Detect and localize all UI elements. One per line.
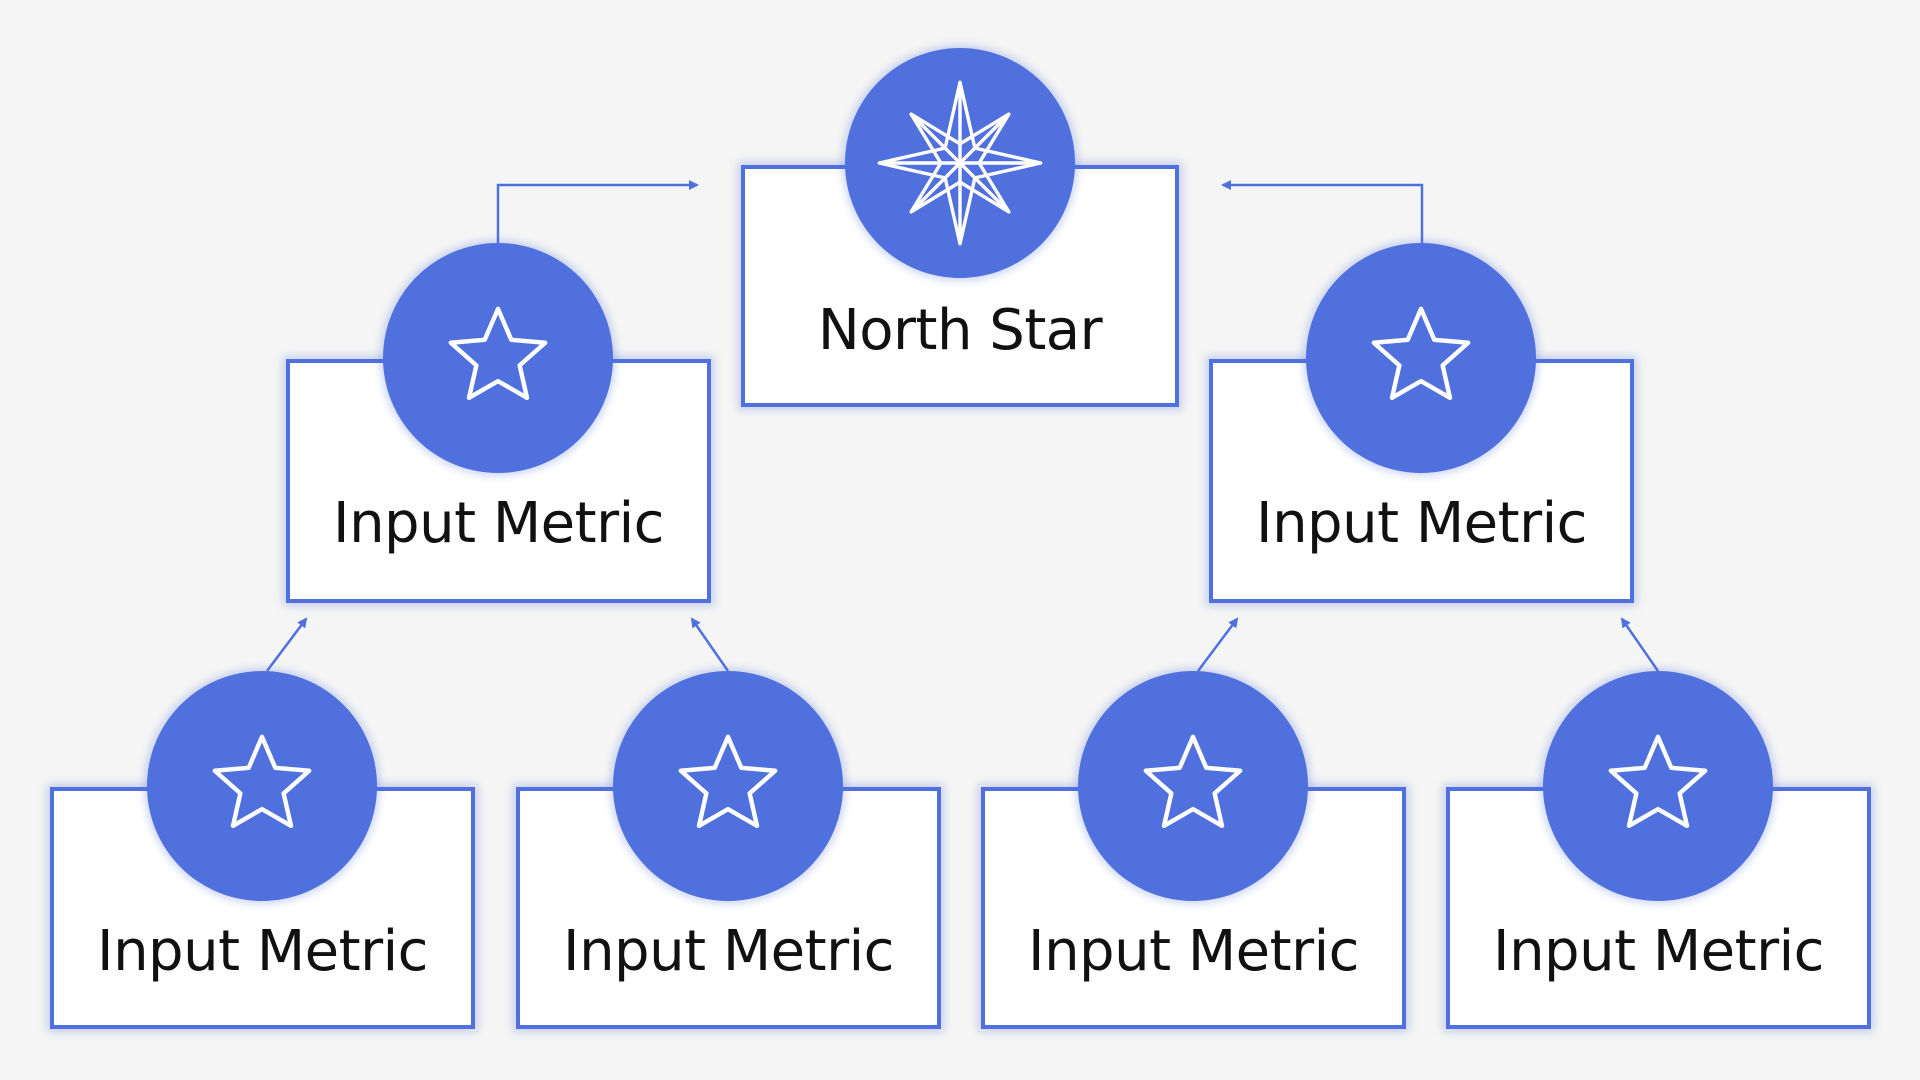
metric-circle [383, 243, 613, 473]
star-outline-icon [212, 734, 312, 829]
star-outline-icon [678, 734, 778, 829]
metric-circle [613, 671, 843, 901]
level-three-node-1: Input Metric [50, 671, 475, 1031]
metric-circle [1543, 671, 1773, 901]
metric-label: Input Metric [1493, 919, 1824, 984]
level-three-node-2: Input Metric [516, 671, 941, 1031]
north-star-label: North Star [817, 298, 1103, 363]
metric-label: Input Metric [1028, 919, 1359, 984]
north-star-box [741, 165, 1179, 407]
star-outline-icon [1371, 306, 1471, 401]
star-outline-icon [1608, 734, 1708, 829]
arrow-leaf-3-to-right-metric [1197, 617, 1239, 672]
arrow-left-metric-to-north-star [496, 180, 699, 243]
arrow-leaf-1-to-left-metric [266, 617, 308, 672]
star-outline-icon [1143, 734, 1243, 829]
metric-circle [1078, 671, 1308, 901]
metric-label: Input Metric [97, 919, 428, 984]
metric-circle [1306, 243, 1536, 473]
star-outline-icon [448, 306, 548, 401]
arrow-right-metric-to-north-star [1221, 180, 1424, 243]
level-two-node-left: Input Metric [286, 243, 711, 603]
north-star-circle [845, 48, 1075, 278]
metric-label: Input Metric [563, 919, 894, 984]
north-star-node: North Star [741, 48, 1179, 408]
arrow-leaf-2-to-left-metric [690, 617, 730, 672]
level-three-node-3: Input Metric [981, 671, 1406, 1031]
level-two-node-right: Input Metric [1209, 243, 1634, 603]
metric-circle [147, 671, 377, 901]
metric-label: Input Metric [333, 491, 664, 556]
metric-label: Input Metric [1256, 491, 1587, 556]
arrow-leaf-4-to-right-metric [1620, 617, 1660, 672]
level-three-node-4: Input Metric [1446, 671, 1871, 1031]
compass-rose-star-icon [877, 80, 1043, 246]
